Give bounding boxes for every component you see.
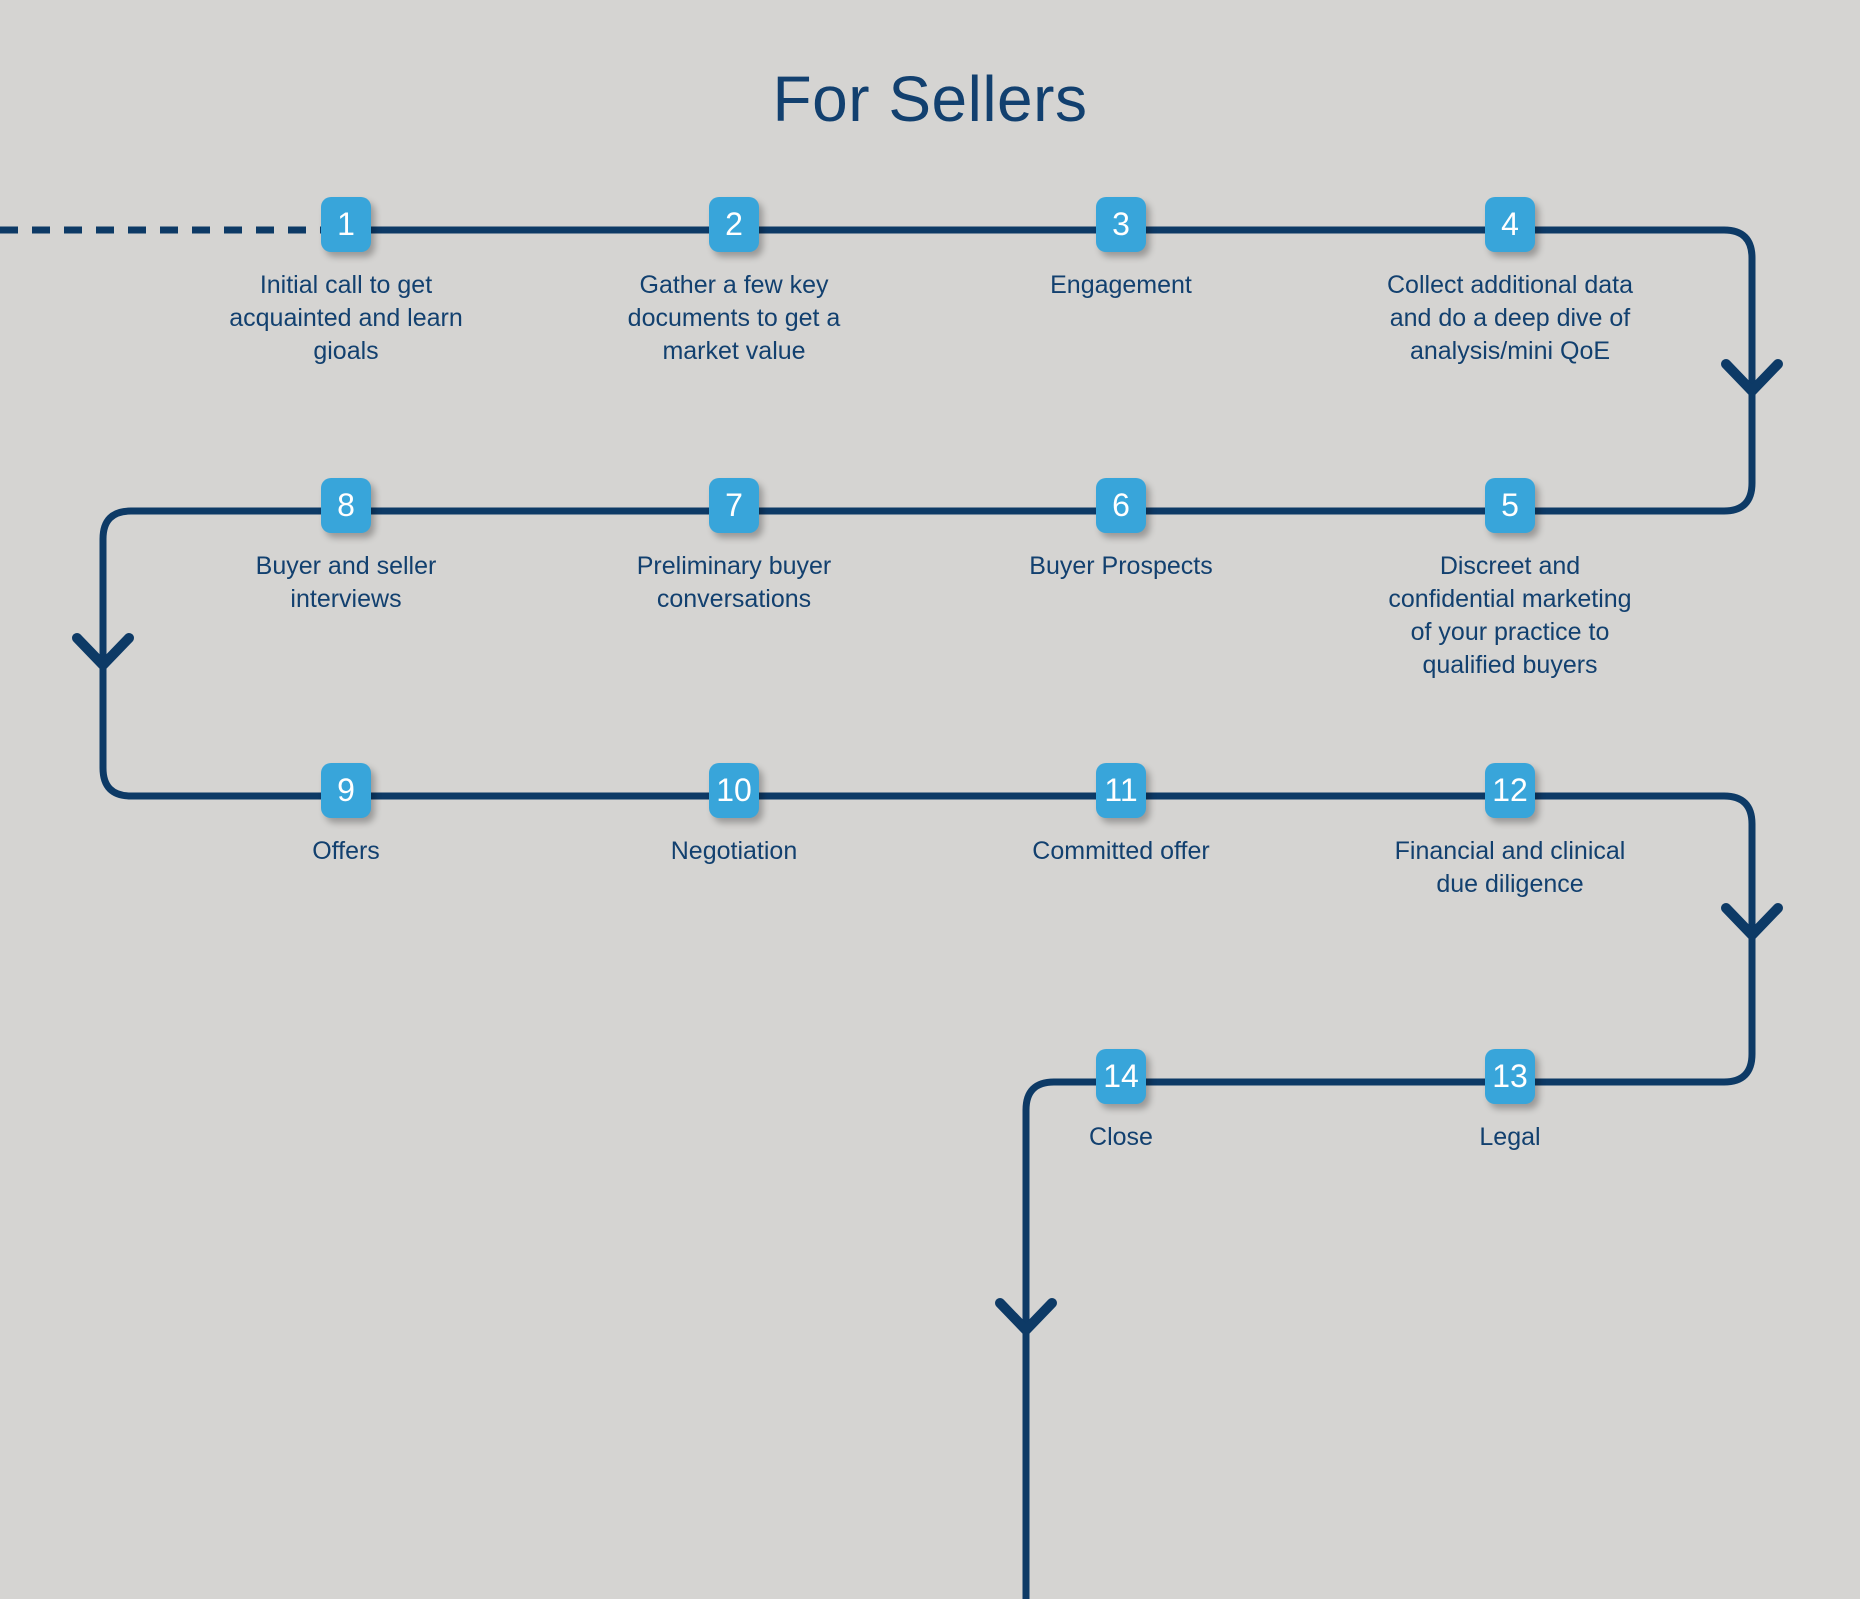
step-number-badge: 12	[1485, 763, 1535, 818]
arrow-down-icon	[1721, 903, 1783, 940]
step-number-badge: 11	[1096, 763, 1146, 818]
step-number-badge: 13	[1485, 1049, 1535, 1104]
step-number-badge: 5	[1485, 478, 1535, 533]
step-number-badge: 9	[321, 763, 371, 818]
step-label: Gather a few key documents to get a mark…	[627, 271, 841, 365]
step-number-badge: 3	[1096, 197, 1146, 252]
flow-path	[99, 226, 1756, 1599]
step-label: Close	[1089, 1123, 1153, 1151]
step-label: Committed offer	[1032, 837, 1210, 865]
step-number-badge: 2	[709, 197, 759, 252]
step-label: Engagement	[1050, 271, 1192, 299]
arrow-down-icon	[1721, 359, 1783, 396]
step-4: 4 Collect additional data and do a deep …	[1340, 197, 1680, 368]
step-label: Negotiation	[670, 837, 798, 865]
step-number-badge: 10	[709, 763, 759, 818]
step-number-badge: 4	[1485, 197, 1535, 252]
step-12: 12 Financial and clinical due diligence	[1340, 763, 1680, 901]
step-number-badge: 14	[1096, 1049, 1146, 1104]
step-label: Initial call to get acquainted and learn…	[229, 271, 463, 365]
step-label: Discreet and confidential marketing of y…	[1388, 552, 1632, 679]
step-label: Preliminary buyer conversations	[636, 552, 832, 613]
step-label: Buyer and seller interviews	[255, 552, 437, 613]
step-number-badge: 1	[321, 197, 371, 252]
step-11: 11 Committed offer	[951, 763, 1291, 868]
step-9: 9 Offers	[176, 763, 516, 868]
step-3: 3 Engagement	[951, 197, 1291, 302]
step-2: 2 Gather a few key documents to get a ma…	[564, 197, 904, 368]
step-8: 8 Buyer and seller interviews	[176, 478, 516, 616]
step-6: 6 Buyer Prospects	[951, 478, 1291, 583]
step-7: 7 Preliminary buyer conversations	[564, 478, 904, 616]
step-1: 1 Initial call to get acquainted and lea…	[176, 197, 516, 368]
step-label: Buyer Prospects	[1029, 552, 1213, 580]
step-label: Financial and clinical due diligence	[1394, 837, 1626, 898]
step-number-badge: 6	[1096, 478, 1146, 533]
step-14: 14 Close	[951, 1049, 1291, 1154]
page-title: For Sellers	[772, 63, 1088, 135]
step-label: Offers	[312, 837, 380, 865]
step-number-badge: 7	[709, 478, 759, 533]
arrow-down-icon	[995, 1298, 1057, 1335]
step-label: Legal	[1479, 1123, 1541, 1151]
step-10: 10 Negotiation	[564, 763, 904, 868]
step-13: 13 Legal	[1340, 1049, 1680, 1154]
step-number-badge: 8	[321, 478, 371, 533]
step-5: 5 Discreet and confidential marketing of…	[1340, 478, 1680, 682]
step-label: Collect additional data and do a deep di…	[1387, 271, 1633, 365]
arrow-down-icon	[72, 633, 134, 670]
